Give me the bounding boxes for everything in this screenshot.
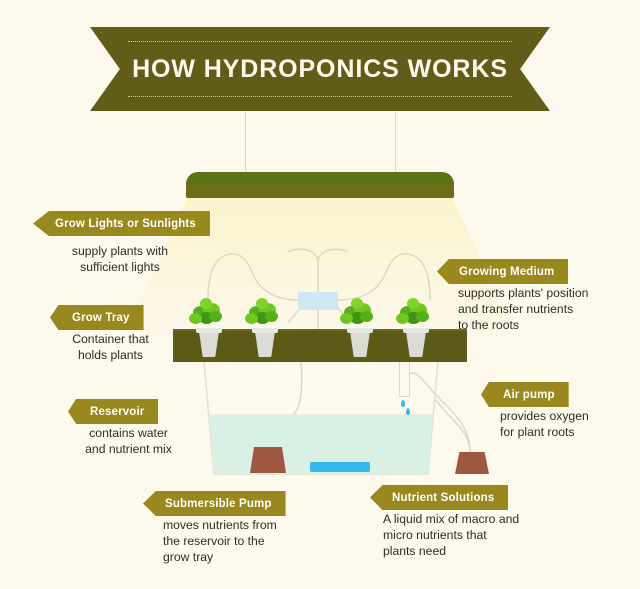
callout-tag-grow-tray[interactable]: Grow Tray <box>50 305 144 330</box>
callout-description-air-pump: provides oxygen for plant roots <box>500 409 589 439</box>
callout-tag-reservoir[interactable]: Reservoir <box>68 399 159 424</box>
banner-dotted-rule-top <box>128 41 512 42</box>
nutrient-feed-pipe <box>399 362 410 397</box>
callout-tag-air-pump[interactable]: Air pump <box>481 382 569 407</box>
leaf <box>209 311 222 322</box>
callout-description-grow-lights: supply plants with sufficient lights <box>71 244 169 274</box>
plant-pot-2 <box>254 331 276 357</box>
callout-label-air-pump: Air pump <box>503 388 555 401</box>
leaf <box>360 311 373 322</box>
callout-tag-grow-lights[interactable]: Grow Lights or Sunlights <box>33 211 210 236</box>
submersible-pump-shape <box>250 447 286 473</box>
grow-lamp-bottom <box>186 184 454 198</box>
leaf <box>256 298 268 309</box>
callout-tag-nutrient-solutions[interactable]: Nutrient Solutions <box>370 485 509 510</box>
callout-label-grow-tray: Grow Tray <box>72 311 130 324</box>
callout-label-nutrient-solutions: Nutrient Solutions <box>392 491 495 504</box>
plant-pot-rim-2 <box>252 328 278 333</box>
leaf <box>200 298 212 309</box>
lamp-cord-left <box>245 112 246 174</box>
title-banner: HOW HYDROPONICS WORKS <box>90 27 550 111</box>
plant-pot-3 <box>349 331 371 357</box>
leaf <box>407 298 419 309</box>
page-title: HOW HYDROPONICS WORKS <box>132 54 508 83</box>
leaf <box>340 313 353 324</box>
plant-pot-rim-1 <box>196 328 222 333</box>
water-droplet <box>406 408 410 415</box>
banner-dotted-rule-bottom <box>128 96 512 97</box>
callout-description-submersible-pump: moves nutrients from the reservoir to th… <box>163 518 277 564</box>
leaf <box>265 311 278 322</box>
distribution-box <box>298 292 338 310</box>
leaf <box>396 313 409 324</box>
plant-pot-4 <box>405 331 427 357</box>
air-pump-shape <box>455 452 489 474</box>
leaf <box>416 311 429 322</box>
plant-pot-1 <box>198 331 220 357</box>
callout-description-grow-tray: Container that holds plants <box>72 332 149 362</box>
water-droplet <box>401 400 405 407</box>
callout-label-reservoir: Reservoir <box>90 405 145 418</box>
leaf <box>245 313 258 324</box>
callout-label-submersible-pump: Submersible Pump <box>165 497 272 510</box>
callout-description-reservoir: contains water and nutrient mix <box>85 426 172 456</box>
callout-label-grow-lights: Grow Lights or Sunlights <box>55 217 196 230</box>
lamp-cord-right <box>395 112 396 174</box>
leaf <box>189 313 202 324</box>
plant-pot-rim-4 <box>403 328 429 333</box>
callout-label-growing-medium: Growing Medium <box>459 265 555 278</box>
nutrient-solution-bar <box>310 462 370 472</box>
leaf <box>351 298 363 309</box>
callout-description-growing-medium: supports plants' position and transfer n… <box>458 286 589 332</box>
callout-description-nutrient-solutions: A liquid mix of macro and micro nutrient… <box>383 512 520 558</box>
plant-pot-rim-3 <box>347 328 373 333</box>
callout-tag-submersible-pump[interactable]: Submersible Pump <box>143 491 286 516</box>
callout-tag-growing-medium[interactable]: Growing Medium <box>437 259 569 284</box>
